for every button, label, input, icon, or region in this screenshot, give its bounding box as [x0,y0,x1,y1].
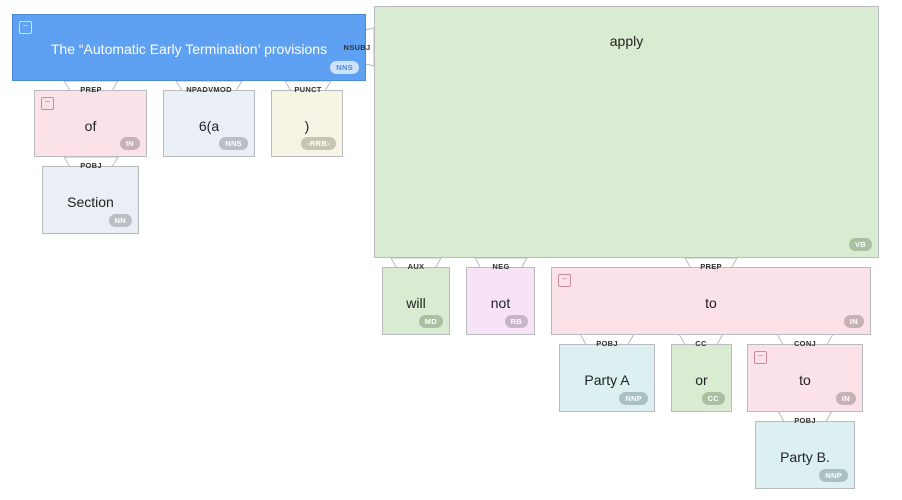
node-word: to [705,295,717,311]
node-word: 6(a [198,118,220,134]
edge-label-npadvmod: NPADVMOD [186,85,232,94]
edge-label-prep: PREP [80,85,102,94]
node-provisions[interactable]: − The “Automatic Early Termination’ prov… [12,14,366,81]
pos-tag: CC [701,392,725,405]
collapse-icon[interactable]: − [754,351,767,364]
node-rrb[interactable]: ) -RRB- [271,90,343,157]
node-to-1[interactable]: − to IN [551,267,871,335]
node-not[interactable]: not RB [466,267,535,335]
node-word: Party A [584,372,630,388]
node-word: apply [609,33,644,49]
pos-tag: NNP [819,469,848,482]
pos-tag: VB [848,238,872,251]
node-6a[interactable]: 6(a NNS [163,90,255,157]
node-word: The “Automatic Early Termination’ provis… [50,41,328,57]
collapse-icon[interactable]: − [41,97,54,110]
pos-tag: NNS [219,137,248,150]
collapse-icon[interactable]: − [558,274,571,287]
node-word: not [490,295,511,311]
edge-label-pobj: POBJ [80,161,102,170]
node-or[interactable]: or CC [671,344,732,412]
pos-tag: NNP [619,392,648,405]
node-of[interactable]: − of IN [34,90,147,157]
node-word: will [406,295,426,311]
pos-tag: IN [835,392,856,405]
node-word: of [84,118,97,134]
pos-tag: -RRB- [301,137,336,150]
edge-label-punct: PUNCT [294,85,322,94]
node-word: Party B. [780,449,830,465]
edge-label-cc: CC [695,339,707,348]
edge-label-pobj-party-b: POBJ [794,416,816,425]
node-to-2[interactable]: − to IN [747,344,863,412]
node-word: to [799,372,811,388]
pos-tag: RB [504,315,528,328]
pos-tag: NNS [330,61,359,74]
node-word: or [695,372,708,388]
edge-label-pobj-party-a: POBJ [596,339,618,348]
pos-tag: MD [418,315,443,328]
edge-label-aux: AUX [407,262,425,271]
node-will[interactable]: will MD [382,267,450,335]
node-apply[interactable]: apply VB [374,6,879,258]
node-party-b[interactable]: Party B. NNP [755,421,855,489]
edge-label-nsubj: NSUBJ [343,43,371,52]
edge-label-prep-to: PREP [700,262,722,271]
node-word: ) [304,118,310,134]
pos-tag: IN [119,137,140,150]
node-section[interactable]: Section NN [42,166,139,234]
edge-label-conj: CONJ [793,339,817,348]
node-word: Section [67,194,114,210]
edge-label-neg: NEG [492,262,510,271]
node-party-a[interactable]: Party A NNP [559,344,655,412]
pos-tag: IN [843,315,864,328]
collapse-icon[interactable]: − [19,21,32,34]
pos-tag: NN [108,214,132,227]
